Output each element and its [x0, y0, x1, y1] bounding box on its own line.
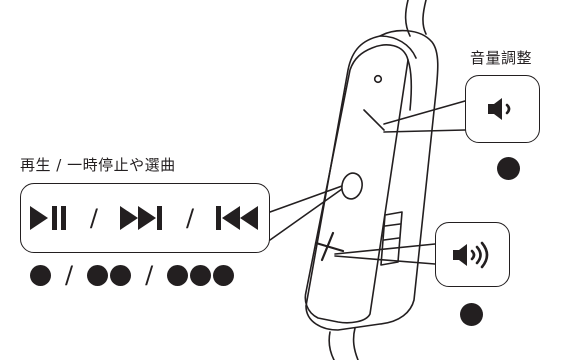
play-controls-row: / /: [29, 204, 260, 232]
press-count-row: / /: [30, 261, 235, 289]
next-track-icon: [120, 206, 162, 230]
volume-up-icon: [452, 241, 488, 268]
side-switch: [380, 211, 403, 266]
play-controls-label: 再生 / 一時停止や選曲: [20, 156, 176, 174]
separator: /: [186, 204, 195, 232]
volume-up-press-dot: [460, 303, 483, 326]
volume-down-icon: [487, 98, 510, 120]
press-dot: [167, 264, 189, 286]
multi-function-button: [341, 172, 363, 200]
volume-up-button: [314, 231, 345, 262]
remote-body-outer: [305, 29, 439, 331]
press-dot: [87, 264, 109, 286]
leader-volume-up: [334, 243, 436, 255]
separator: /: [145, 261, 154, 289]
volume-adjust-label: 音量調整: [470, 49, 533, 67]
volume-down-press-dot: [497, 157, 520, 180]
volume-down-callout: [465, 75, 540, 143]
leader-volume-down: [383, 100, 466, 125]
upper-cable: [404, 0, 411, 37]
lower-cable: [328, 331, 335, 360]
leader-play: [269, 185, 343, 213]
press-dot: [110, 264, 132, 286]
remote-face: [304, 44, 409, 324]
play-controls-callout: / /: [20, 183, 270, 253]
separator: /: [65, 261, 74, 289]
volume-up-callout: [435, 222, 510, 287]
led-indicator: [373, 74, 383, 84]
press-dot: [213, 264, 235, 286]
volume-down-button: [363, 109, 385, 131]
press-dot: [30, 264, 51, 286]
previous-track-icon: [216, 206, 259, 230]
press-dot: [190, 264, 212, 286]
separator: /: [89, 204, 98, 232]
play-pause-icon: [29, 206, 66, 230]
